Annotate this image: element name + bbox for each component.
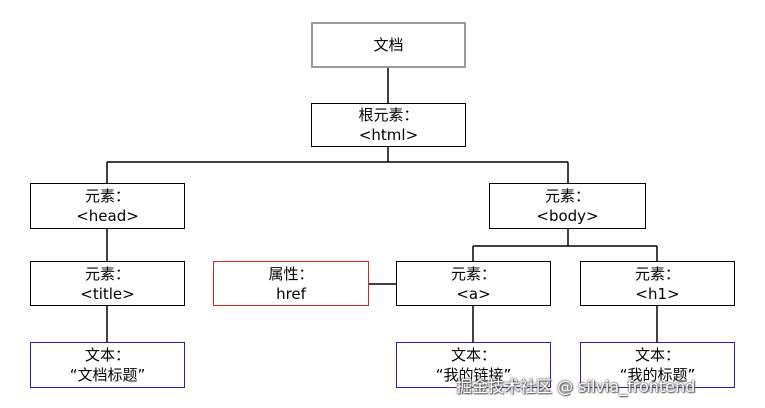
- head-element-node: 元素： <head>: [30, 183, 185, 229]
- head-element-tag: <head>: [76, 207, 139, 225]
- h1-text-value: “我的标题”: [619, 366, 696, 384]
- attribute-name: href: [276, 284, 306, 303]
- body-element-tag: <body>: [536, 207, 599, 225]
- root-element-node: 根元素： <html>: [311, 103, 466, 147]
- a-element-node: 元素： <a>: [396, 261, 551, 306]
- document-label: 文档: [373, 36, 404, 54]
- title-text-type: 文本：: [84, 346, 130, 364]
- a-text-node: 文本： “我的链接”: [396, 342, 551, 388]
- h1-text-type: 文本：: [634, 346, 680, 364]
- a-text-type: 文本：: [450, 346, 496, 364]
- a-element-tag: <a>: [456, 284, 491, 303]
- watermark-text: 掘金技术社区 @ silvia_frontend: [456, 377, 696, 396]
- h1-element-node: 元素： <h1>: [580, 261, 735, 306]
- root-element-tag: <html>: [358, 126, 419, 144]
- title-element-type: 元素：: [84, 264, 130, 283]
- href-attribute-node: 属性： href: [213, 261, 369, 306]
- head-element-type: 元素：: [84, 187, 130, 205]
- document-node: 文档: [311, 22, 466, 68]
- title-element-node: 元素： <title>: [30, 261, 185, 306]
- body-element-type: 元素：: [544, 187, 590, 205]
- a-text-value: “我的链接”: [435, 366, 512, 384]
- h1-element-tag: <h1>: [635, 284, 680, 303]
- root-element-type: 根元素：: [358, 106, 419, 124]
- h1-text-node: 文本： “我的标题”: [580, 342, 735, 388]
- h1-element-type: 元素：: [634, 264, 680, 283]
- title-text-value: “文档标题”: [69, 366, 146, 384]
- body-element-node: 元素： <body>: [489, 183, 646, 229]
- title-element-tag: <title>: [80, 284, 135, 303]
- a-element-type: 元素：: [450, 264, 496, 283]
- attribute-type: 属性：: [268, 264, 314, 283]
- title-text-node: 文本： “文档标题”: [30, 342, 185, 388]
